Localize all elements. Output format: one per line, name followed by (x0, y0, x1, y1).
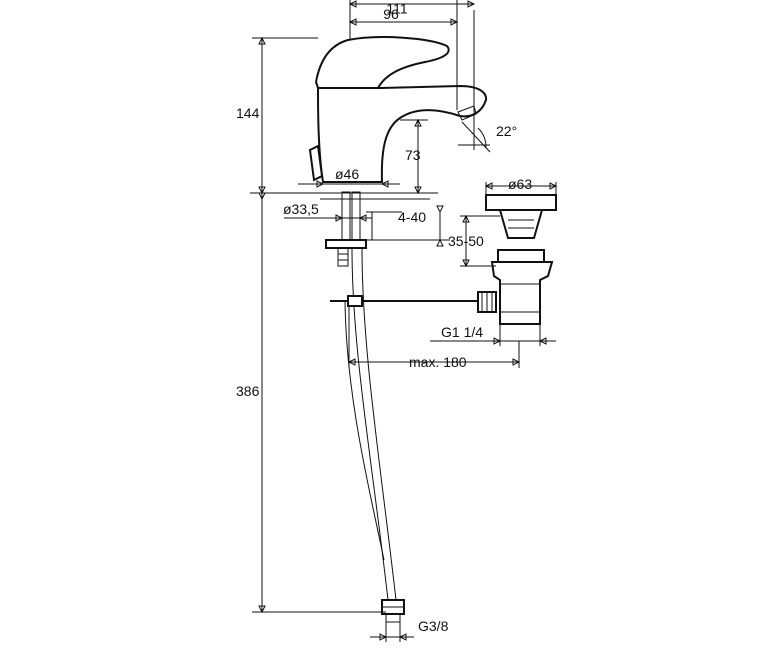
aerator (457, 105, 477, 121)
pull-rod (330, 295, 478, 307)
drain-flange (485, 194, 557, 211)
dim-144: 144 (236, 105, 260, 121)
drain-assembly (477, 194, 557, 325)
dim-111: 111 (386, 0, 407, 16)
dim-o33-5: ø33,5 (283, 201, 319, 217)
stud (337, 247, 349, 267)
rod-clamp (347, 295, 363, 307)
supply-hose (344, 247, 405, 623)
dimension-labels: 111 96 144 73 22° ø46 ø33,5 4-40 386 ø63… (236, 0, 532, 634)
dim-96: 96 (383, 6, 399, 22)
faucet-body (308, 36, 488, 267)
dim-35-50: 35-50 (448, 233, 484, 249)
drain-stem (498, 209, 544, 239)
fixing-plate (325, 239, 367, 249)
dim-o63: ø63 (508, 176, 532, 192)
dimension-lines (250, 0, 558, 642)
dim-g1-1-4: G1 1/4 (441, 324, 483, 340)
dim-max-180: max. 180 (409, 354, 467, 370)
dim-4-40: 4-40 (398, 209, 426, 225)
drain-body (490, 261, 554, 325)
lever-handle (314, 36, 450, 93)
dim-73: 73 (405, 147, 421, 163)
popup-knob (308, 144, 324, 182)
dim-22deg: 22° (496, 123, 517, 139)
dim-o46: ø46 (335, 166, 359, 182)
dim-386: 386 (236, 383, 260, 399)
dim-g3-8: G3/8 (418, 618, 449, 634)
drain-nut (497, 249, 545, 263)
